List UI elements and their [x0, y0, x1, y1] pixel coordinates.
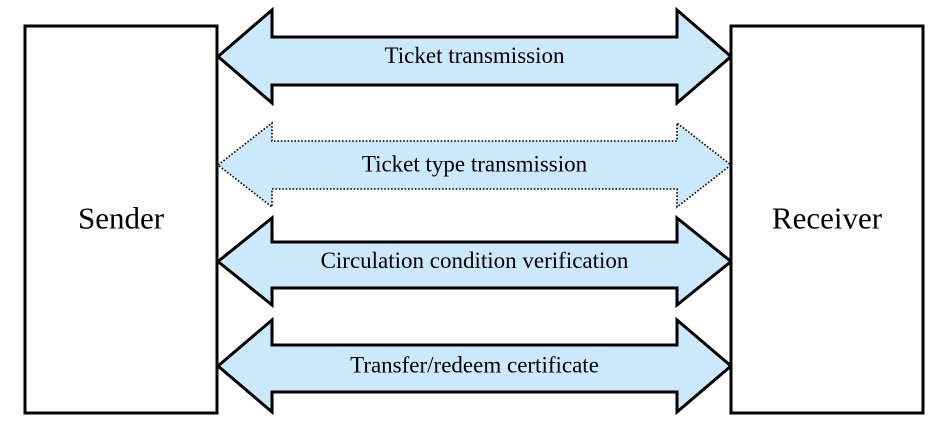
arrow-circulation-condition-verification[interactable]: Circulation condition verification	[215, 214, 734, 309]
arrow-label: Transfer/redeem certificate	[350, 352, 599, 377]
arrow-ticket-transmission[interactable]: Ticket transmission	[215, 6, 734, 107]
arrow-label: Ticket transmission	[385, 43, 565, 68]
endpoint-box	[729, 24, 925, 415]
arrow-transfer-redeem-certificate[interactable]: Transfer/redeem certificate	[215, 316, 734, 416]
arrow-label: Ticket type transmission	[362, 151, 588, 176]
arrow-shape-bidirectional-dotted	[216, 121, 733, 209]
endpoint-receiver[interactable]: Receiver	[729, 24, 925, 415]
endpoint-sender[interactable]: Sender	[23, 24, 219, 415]
endpoint-box	[23, 24, 219, 415]
arrow-label: Circulation condition verification	[321, 248, 629, 273]
endpoint-label: Receiver	[772, 201, 883, 236]
arrow-ticket-type-transmission[interactable]: Ticket type transmission	[216, 121, 733, 209]
endpoint-label: Sender	[78, 201, 165, 236]
